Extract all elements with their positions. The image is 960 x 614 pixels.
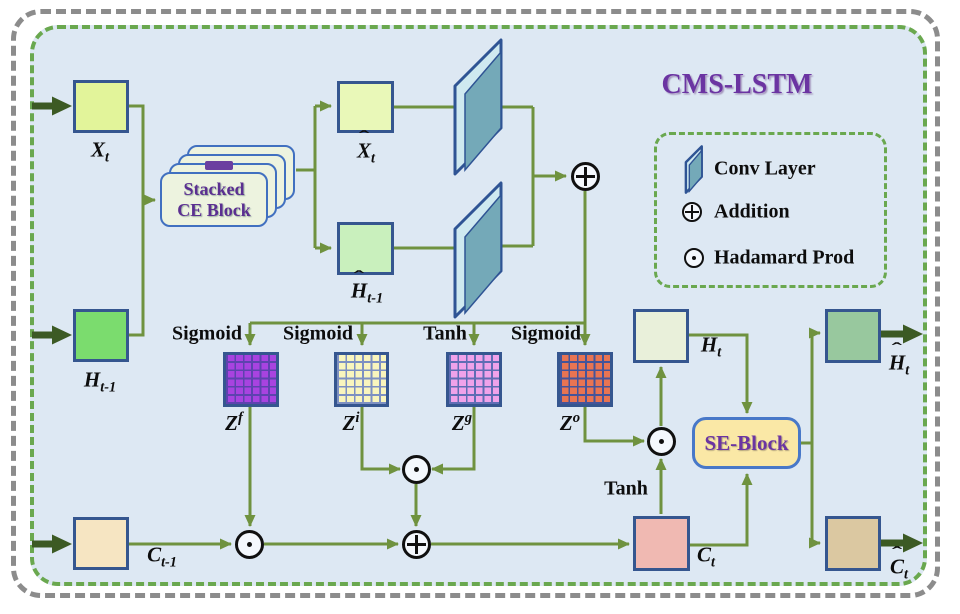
- math-base: H: [350, 278, 368, 303]
- h-t-1-hat-block: [337, 222, 394, 275]
- legend-addition-icon: [682, 202, 702, 222]
- addition-op-cellline-icon: [401, 529, 431, 559]
- label-z-o: Zo: [560, 410, 580, 436]
- math-sup: g: [464, 410, 473, 426]
- label-c-t-1: Ct-1: [147, 542, 177, 571]
- conv-layer-1: [453, 38, 503, 176]
- se-block: SE-Block: [692, 417, 801, 469]
- math-base: Z: [342, 411, 356, 435]
- math-base: Z: [225, 411, 238, 435]
- legend-box: [654, 132, 887, 288]
- label-z-g: Zg: [452, 410, 472, 436]
- legend-addition-label: Addition: [714, 200, 790, 223]
- outer-dashed-border: [11, 9, 940, 598]
- math-base: Z: [451, 411, 465, 435]
- stacked-ce-block: Stacked CE Block: [160, 172, 268, 227]
- label-z-i: Zi: [343, 410, 360, 436]
- c-t-1-block: [73, 517, 129, 570]
- math-basewrap: X: [91, 137, 105, 162]
- h-t-block: [633, 309, 689, 363]
- hadamard-op-output-icon: [646, 426, 676, 456]
- label-h-t-1: Ht-1: [84, 367, 116, 396]
- math-hat: ˆ: [353, 267, 365, 287]
- math-basewrap: Z: [225, 411, 238, 436]
- activation-forget-label: Sigmoid: [171, 322, 243, 345]
- math-sub: t: [717, 344, 722, 361]
- c-t-block: [633, 516, 690, 571]
- activation-input-label: Sigmoid: [282, 322, 354, 345]
- math-basewrap: Z: [560, 411, 573, 436]
- label-c-t: Ct: [697, 542, 715, 571]
- math-hat: ˆ: [891, 339, 903, 359]
- ce-block-line1: Stacked: [183, 178, 245, 199]
- math-basewrap: H: [84, 367, 100, 392]
- math-basewrap: H: [701, 332, 717, 357]
- math-basewrap: Z: [452, 411, 465, 436]
- activation-cellout-label: Tanh: [604, 477, 648, 500]
- legend-hadamard-label: Hadamard Prod: [714, 246, 855, 269]
- math-basewrap: Z: [343, 411, 356, 436]
- input-gate-grid: [334, 352, 389, 407]
- c-t-out-block: [825, 516, 881, 571]
- math-base: X: [91, 137, 106, 162]
- math-sub: t: [711, 554, 715, 571]
- hadamard-op-input-icon: [401, 454, 431, 484]
- math-base: H: [700, 332, 718, 357]
- diagram-title: CMS-LSTM: [661, 69, 813, 100]
- ce-stack-peek-mark: [205, 161, 233, 170]
- math-basewrap: C: [147, 542, 161, 567]
- math-sub: t: [905, 362, 910, 379]
- math-sub: t-1: [367, 290, 384, 307]
- ce-block-line2: CE Block: [177, 199, 251, 220]
- activation-gate-label: Tanh: [423, 322, 467, 345]
- math-sub: t-1: [161, 554, 177, 571]
- math-base: H: [83, 367, 101, 392]
- math-base: X: [357, 138, 372, 163]
- math-hat: ˆ: [891, 543, 903, 563]
- label-x-t: Xt: [91, 137, 109, 166]
- math-base: Z: [559, 411, 573, 435]
- forget-gate-grid: [223, 352, 279, 407]
- label-z-f: Zf: [225, 410, 243, 436]
- math-hat: ˆ: [358, 127, 370, 147]
- h-t-out-block: [825, 309, 881, 363]
- math-sub: t: [105, 149, 109, 166]
- hadamard-op-forget-icon: [234, 529, 264, 559]
- activation-output-label: Sigmoid: [510, 322, 582, 345]
- math-basewrap: C: [697, 542, 711, 567]
- h-t-1-block: [73, 309, 129, 362]
- legend-conv-layer-icon: [684, 145, 703, 194]
- math-base: C: [697, 542, 712, 567]
- math-base: C: [890, 554, 905, 579]
- se-block-label: SE-Block: [704, 430, 789, 455]
- math-sub: t: [904, 566, 908, 583]
- label-h-t: Ht: [701, 332, 721, 361]
- math-sup: o: [572, 410, 581, 426]
- math-sub: t: [371, 150, 375, 167]
- addition-op-top-icon: [570, 161, 600, 191]
- math-sup: f: [237, 410, 243, 426]
- legend-hadamard-icon: [684, 248, 704, 268]
- conv-layer-2: [453, 181, 503, 319]
- x-t-block: [73, 80, 129, 133]
- math-base: H: [888, 350, 906, 375]
- math-sub: t-1: [100, 379, 117, 396]
- output-gate-grid: [557, 352, 613, 407]
- legend-conv-label: Conv Layer: [714, 157, 816, 180]
- math-sup: i: [355, 410, 360, 426]
- cell-gate-grid: [446, 352, 502, 407]
- math-base: C: [147, 542, 162, 567]
- x-t-hat-block: [337, 81, 394, 133]
